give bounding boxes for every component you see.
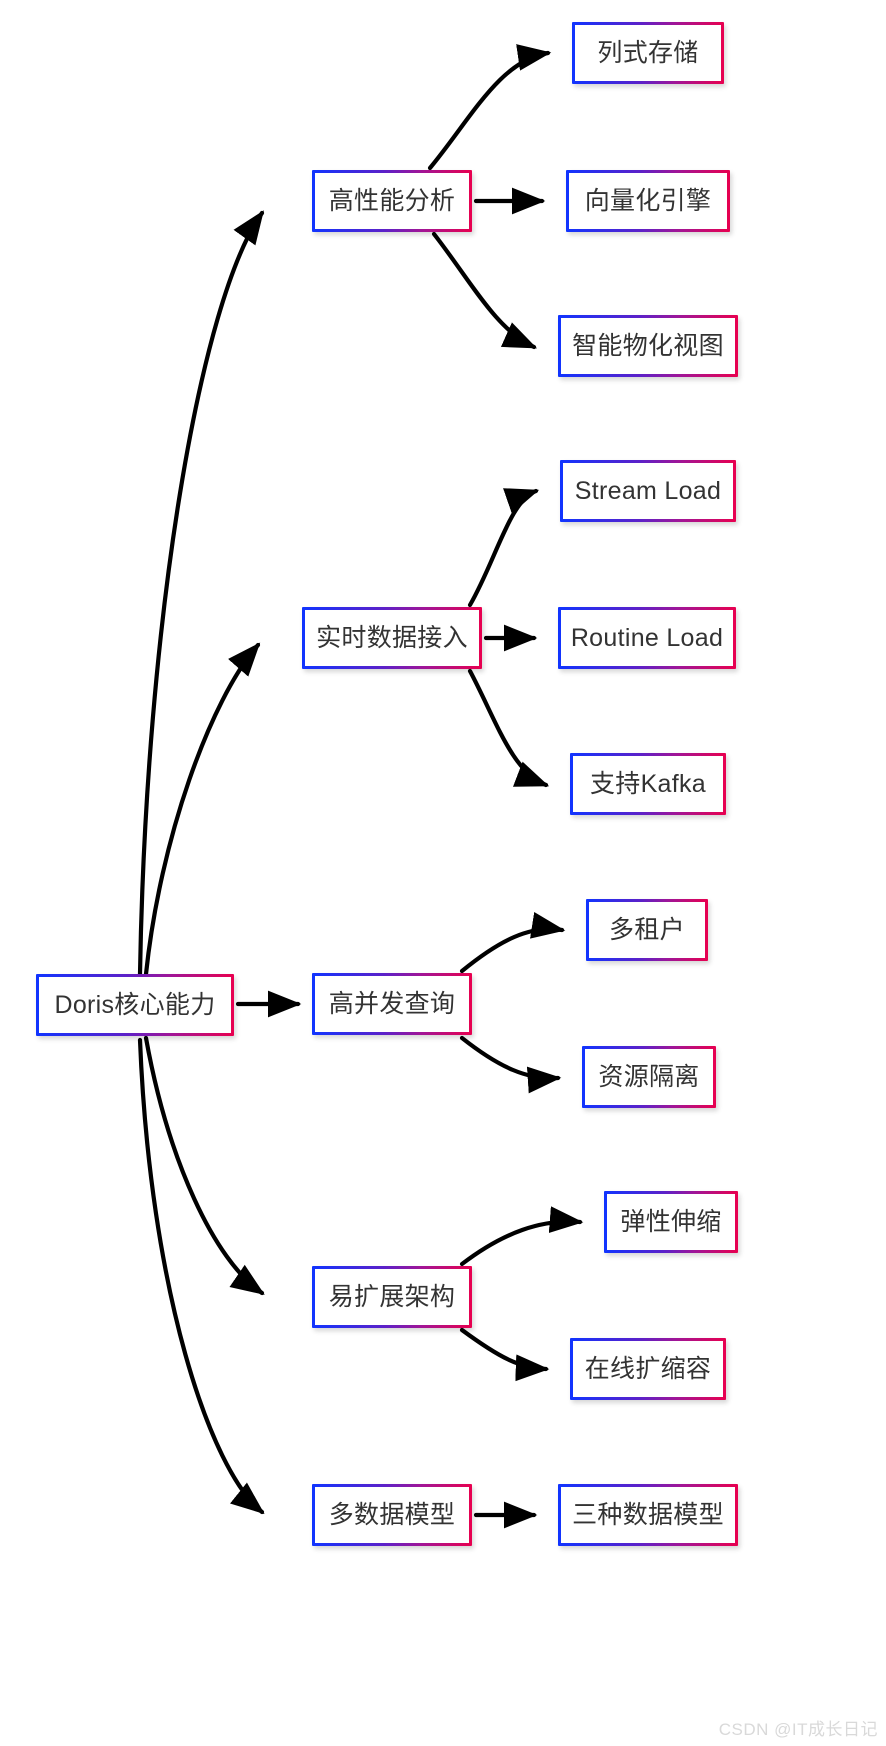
node-elastic-scaling-label: 弹性伸缩	[620, 1207, 722, 1236]
edge-high-perf-to-columnar	[427, 44, 552, 171]
node-high-perf[interactable]: 高性能分析	[312, 170, 472, 232]
node-resource-isolation-label: 资源隔离	[598, 1062, 700, 1091]
node-three-data-models-label: 三种数据模型	[572, 1500, 724, 1529]
node-vectorized-engine-label: 向量化引擎	[584, 186, 712, 215]
node-online-scaling[interactable]: 在线扩缩容	[570, 1338, 726, 1400]
edge-high-perf-to-materialized-view	[431, 231, 538, 350]
node-multi-tenant[interactable]: 多租户	[586, 899, 708, 961]
node-high-concurrency[interactable]: 高并发查询	[312, 973, 472, 1035]
node-routine-load-label: Routine Load	[570, 623, 724, 652]
node-scalable-architecture[interactable]: 易扩展架构	[312, 1266, 472, 1328]
edge-scalable-to-elastic	[459, 1206, 584, 1267]
edge-root-to-realtime-ingest	[143, 642, 261, 977]
node-materialized-view[interactable]: 智能物化视图	[558, 315, 738, 377]
node-vectorized-engine[interactable]: 向量化引擎	[566, 170, 730, 232]
node-data-models[interactable]: 多数据模型	[312, 1484, 472, 1546]
csdn-watermark: CSDN @IT成长日记	[718, 1720, 878, 1739]
node-routine-load[interactable]: Routine Load	[558, 607, 736, 669]
node-stream-load-label: Stream Load	[574, 476, 722, 505]
node-online-scaling-label: 在线扩缩容	[584, 1354, 712, 1383]
edge-concurrency-to-resource-isolation	[459, 1035, 562, 1094]
node-columnar-storage-label: 列式存储	[597, 38, 699, 67]
node-high-concurrency-label: 高并发查询	[328, 989, 456, 1018]
node-realtime-ingest-label: 实时数据接入	[316, 623, 468, 652]
node-columnar-storage[interactable]: 列式存储	[572, 22, 724, 84]
edge-scalable-to-online-scaling	[459, 1327, 550, 1382]
node-high-perf-label: 高性能分析	[328, 186, 456, 215]
node-data-models-label: 多数据模型	[328, 1500, 456, 1529]
node-multi-tenant-label: 多租户	[609, 915, 685, 944]
node-kafka-support-label: 支持Kafka	[589, 769, 707, 798]
node-scalable-architecture-label: 易扩展架构	[328, 1282, 456, 1311]
edge-root-to-data-models	[137, 1037, 265, 1515]
node-root[interactable]: Doris核心能力	[36, 974, 234, 1036]
node-root-label: Doris核心能力	[54, 990, 216, 1019]
node-elastic-scaling[interactable]: 弹性伸缩	[604, 1191, 738, 1253]
node-resource-isolation[interactable]: 资源隔离	[582, 1046, 716, 1108]
node-three-data-models[interactable]: 三种数据模型	[558, 1484, 738, 1546]
edge-root-to-high-perf	[137, 210, 265, 977]
node-materialized-view-label: 智能物化视图	[572, 331, 724, 360]
edge-realtime-to-kafka	[467, 668, 550, 788]
node-realtime-ingest[interactable]: 实时数据接入	[302, 607, 482, 669]
edge-concurrency-to-multitenant	[459, 912, 566, 974]
node-stream-load[interactable]: Stream Load	[560, 460, 736, 522]
edge-root-to-scalable-arch	[143, 1035, 265, 1296]
edge-realtime-to-stream-load	[467, 488, 540, 608]
node-kafka-support[interactable]: 支持Kafka	[570, 753, 726, 815]
